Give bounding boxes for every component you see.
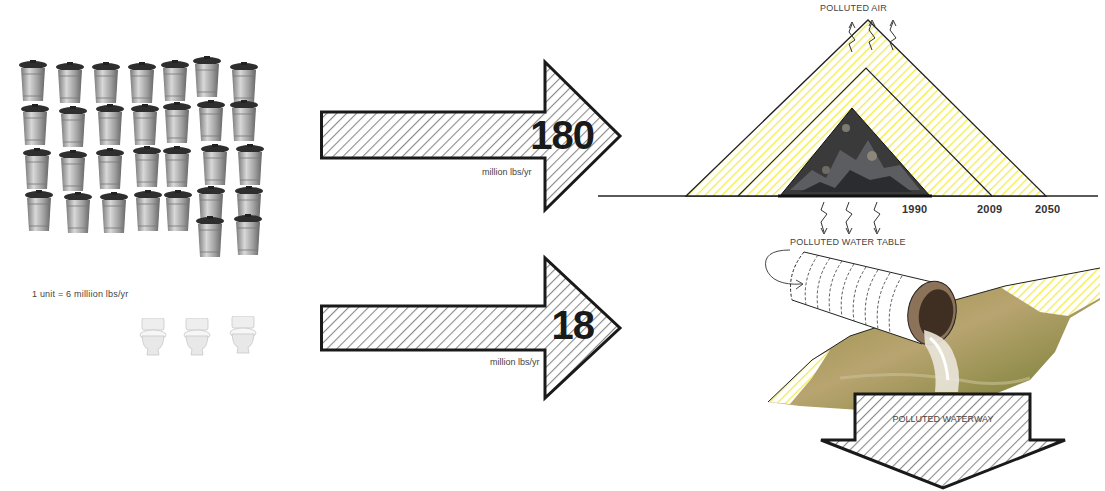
quantity-number: 18 (552, 303, 595, 348)
water-table-label: POLLUTED WATER TABLE (790, 237, 906, 247)
down-arrow-shape (818, 392, 1068, 490)
flow-arrow: POLLUTED WATERWAY (818, 392, 1068, 490)
flow-arrow-shape (322, 62, 621, 210)
drain-pipe (791, 252, 962, 392)
outflow-text: POLLUTED WATERWAY (818, 414, 1068, 424)
air-arrows (849, 20, 896, 52)
unit-text: million lbs/yr (490, 357, 540, 367)
flow-arrow: 18 million lbs/yr (320, 256, 622, 400)
year-label: 2050 (1035, 203, 1060, 215)
scale-note: 1 unit = 6 milliion lbs/yr (32, 289, 129, 299)
air-label: POLLUTED AIR (820, 3, 887, 13)
year-label: 1990 (902, 203, 927, 215)
leachate-arrows (821, 202, 880, 234)
year-label: 2009 (977, 203, 1002, 215)
down-arrow-shape (821, 394, 1065, 488)
unit-text: million lbs/yr (482, 167, 532, 177)
landfill-mountain (598, 20, 1098, 196)
toilets (140, 316, 256, 355)
flow-arrow: 180 million lbs/yr (320, 60, 622, 212)
flow-arrow (766, 250, 804, 289)
trash-cans (19, 56, 264, 257)
flow-arrow-shape (322, 258, 621, 398)
quantity-number: 180 (530, 113, 594, 158)
